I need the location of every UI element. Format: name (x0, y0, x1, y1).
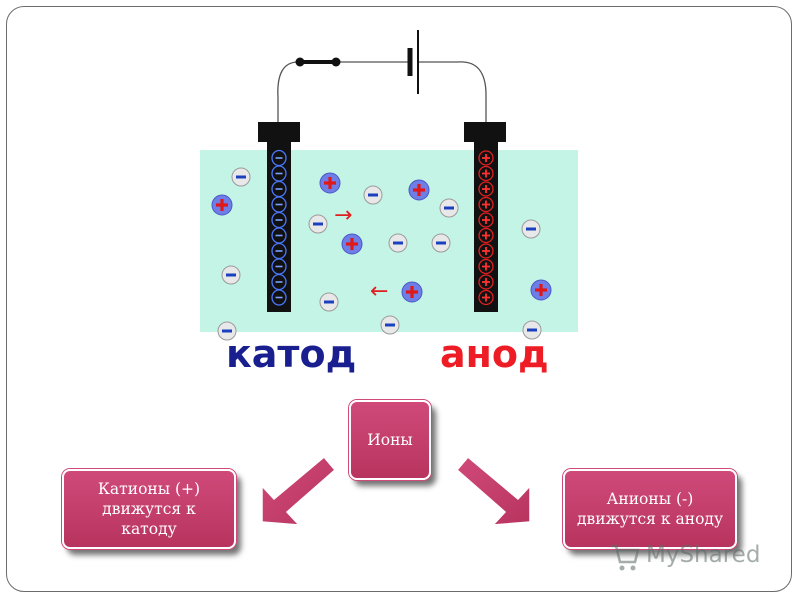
battery-icon (407, 30, 419, 94)
electrode-positive-charge (478, 227, 494, 244)
cation-icon (530, 279, 552, 301)
anion-icon (231, 167, 251, 187)
anode-label: анод (440, 332, 549, 376)
ions-node: Ионы (349, 400, 431, 480)
cation-icon (341, 233, 363, 255)
anode-surface-charges (478, 150, 494, 306)
arrow-to-anode: → (334, 203, 352, 228)
cathode-electrode (258, 122, 300, 312)
anion-icon (439, 198, 459, 218)
electrode-positive-charge (478, 196, 494, 213)
cations-node: Катионы (+) движутся к катоду (62, 469, 236, 549)
switch-icon (295, 57, 341, 67)
cation-icon (319, 172, 341, 194)
electrode-positive-charge (478, 150, 494, 166)
anion-icon (319, 292, 339, 312)
anion-icon (363, 185, 383, 205)
cation-icon (211, 194, 233, 216)
wire-right (418, 61, 487, 122)
myshared-watermark: MyShared (608, 540, 768, 574)
anion-icon (431, 233, 451, 253)
electrode-positive-charge (478, 243, 494, 259)
ions-group (211, 167, 552, 341)
shopping-cart-icon (611, 544, 640, 571)
electrode-negative-charge (271, 289, 287, 306)
anion-icon (217, 321, 237, 341)
electrode-positive-charge (478, 258, 494, 275)
electrode-positive-charge (478, 212, 494, 228)
anode-electrode (464, 122, 506, 312)
electrode-positive-charge (478, 274, 494, 290)
cathode-surface-charges (271, 149, 287, 306)
anion-icon (522, 320, 542, 340)
arrow-to-anions (455, 455, 531, 526)
anion-icon (388, 233, 408, 253)
cathode-label: катод (226, 332, 357, 376)
cation-icon (401, 281, 423, 303)
arrow-to-cations (261, 455, 337, 526)
electrolysis-diagram: → ← (200, 30, 578, 341)
anion-icon (521, 219, 541, 239)
watermark-text: MyShared (646, 542, 761, 568)
electrode-positive-charge (478, 165, 494, 182)
anion-icon (380, 315, 400, 335)
electrode-positive-charge (478, 289, 494, 306)
arrow-to-cathode: ← (370, 279, 388, 304)
anion-icon (308, 214, 328, 234)
anion-icon (221, 265, 241, 285)
cation-icon (408, 179, 430, 201)
electrode-positive-charge (478, 181, 494, 197)
anions-node: Анионы (-) движутся к аноду (563, 469, 737, 549)
